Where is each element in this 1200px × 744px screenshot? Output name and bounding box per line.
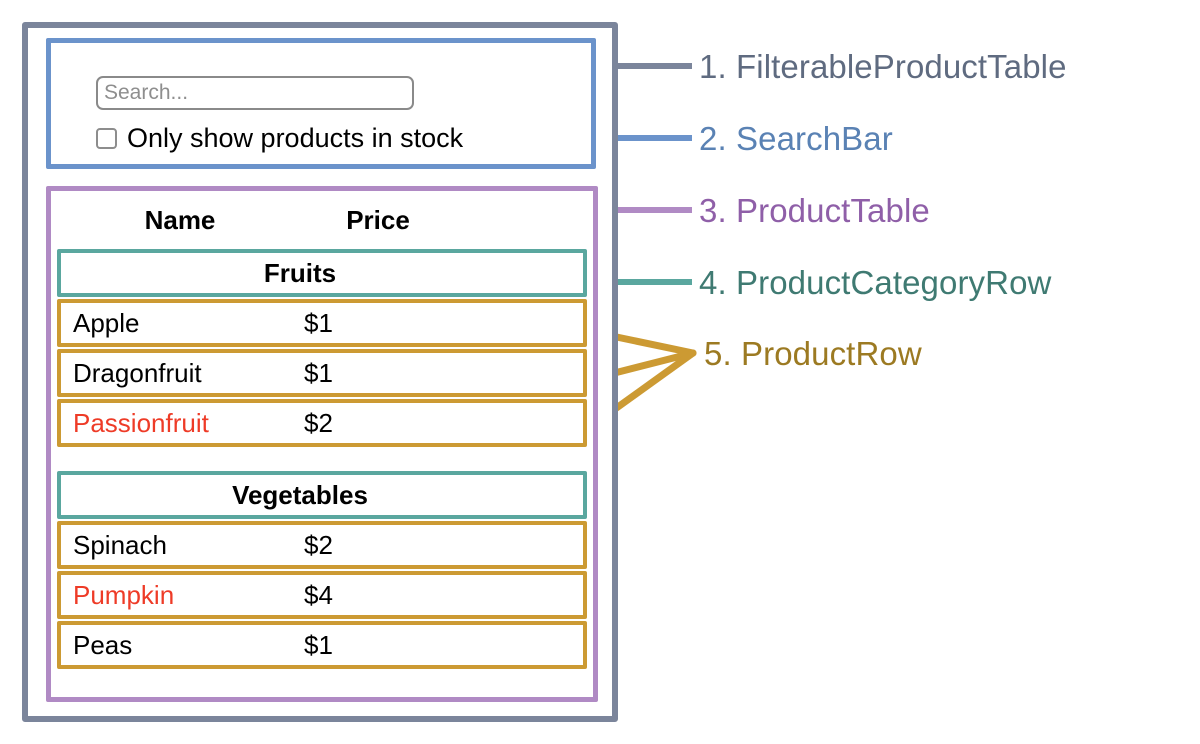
legend-item-product-category-row: 4. ProductCategoryRow <box>699 266 1051 299</box>
product-row: Pumpkin $4 <box>57 571 587 619</box>
in-stock-checkbox-row[interactable]: Only show products in stock <box>96 123 463 153</box>
product-category-row: Vegetables <box>57 471 587 519</box>
legend-item-product-table: 3. ProductTable <box>699 194 930 227</box>
legend-number: 3. <box>699 192 727 229</box>
product-table-frame: Name Price Fruits Apple $1 Dragonfruit $… <box>46 186 598 702</box>
product-category-row-label: Vegetables <box>232 479 368 510</box>
legend-number: 5. <box>704 335 732 372</box>
product-category-row: Fruits <box>57 249 587 297</box>
legend-item-filterable-product-table: 1. FilterableProductTable <box>699 50 1067 83</box>
product-category-row-label: Fruits <box>263 257 337 288</box>
group-spacer <box>57 449 587 471</box>
in-stock-checkbox-label: Only show products in stock <box>127 123 464 153</box>
legend-number: 4. <box>699 264 727 301</box>
checkbox-icon[interactable] <box>96 127 117 149</box>
product-table-rows: Fruits Apple $1 Dragonfruit $1 Passionfr… <box>57 249 587 671</box>
product-row-price: $4 <box>304 579 333 610</box>
legend-name: FilterableProductTable <box>736 48 1067 85</box>
legend-name: ProductRow <box>741 335 922 372</box>
product-row-price: $2 <box>304 407 333 438</box>
product-row: Passionfruit $2 <box>57 399 587 447</box>
product-row: Dragonfruit $1 <box>57 349 587 397</box>
product-row-name: Apple <box>73 307 140 338</box>
legend-name: SearchBar <box>736 120 893 157</box>
product-row-name: Peas <box>73 629 133 660</box>
legend-item-search-bar: 2. SearchBar <box>699 122 893 155</box>
legend-name: ProductCategoryRow <box>736 264 1052 301</box>
product-row-price: $1 <box>304 357 333 388</box>
product-row-price: $1 <box>304 307 333 338</box>
product-row-price: $2 <box>304 529 333 560</box>
legend-number: 1. <box>699 48 727 85</box>
legend-name: ProductTable <box>736 192 930 229</box>
product-row-name: Passionfruit <box>73 407 209 438</box>
product-row: Apple $1 <box>57 299 587 347</box>
product-row-price: $1 <box>304 629 333 660</box>
search-input[interactable]: Search... <box>96 76 414 110</box>
column-header-name: Name <box>144 204 216 235</box>
search-bar-frame: Search... Only show products in stock <box>46 38 596 169</box>
legend-item-product-row: 5. ProductRow <box>704 337 922 370</box>
product-row-name: Dragonfruit <box>73 357 202 388</box>
product-row: Peas $1 <box>57 621 587 669</box>
column-header-price: Price <box>346 204 410 235</box>
product-table-header: Name Price <box>57 197 585 243</box>
product-row-name: Spinach <box>73 529 167 560</box>
product-row: Spinach $2 <box>57 521 587 569</box>
legend-number: 2. <box>699 120 727 157</box>
product-row-name: Pumpkin <box>73 579 175 610</box>
